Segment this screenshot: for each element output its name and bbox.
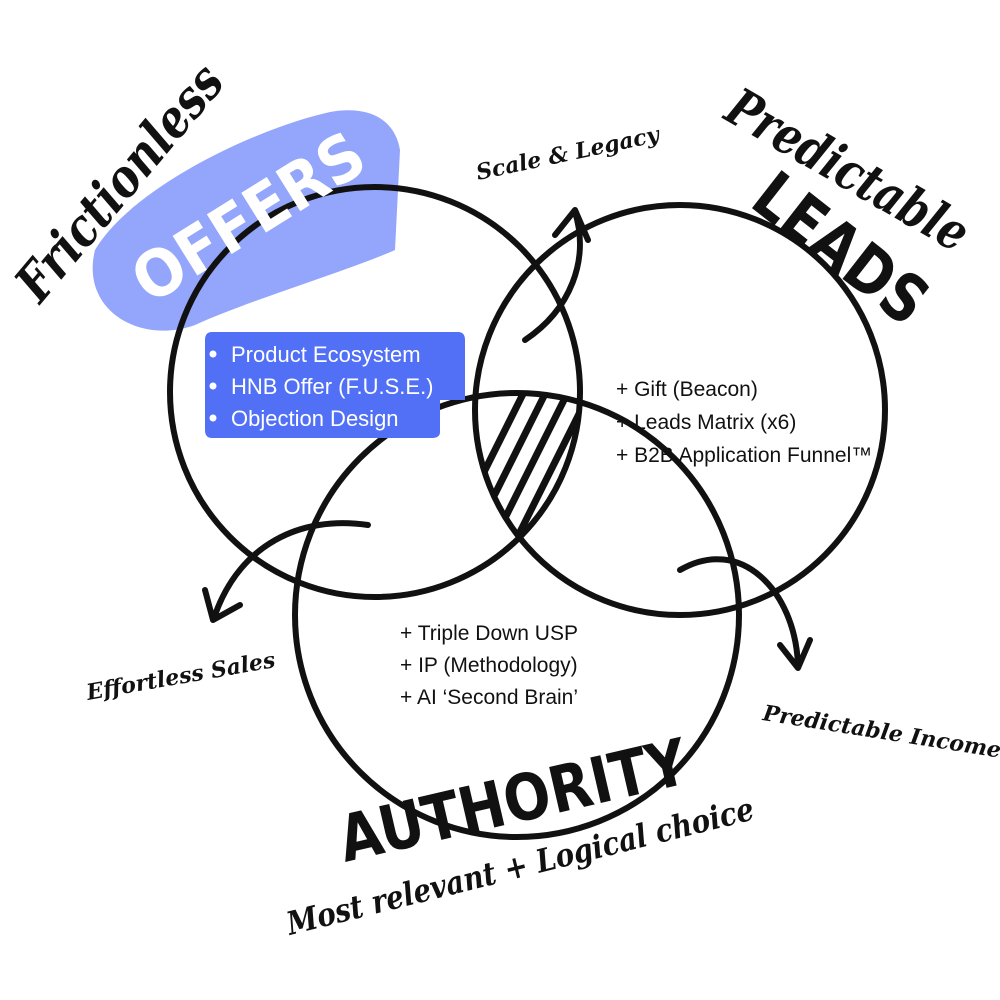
- offers-list-box: Product Ecosystem HNB Offer (F.U.S.E.) O…: [205, 332, 465, 438]
- hatch-line: [502, 393, 580, 562]
- arrow-predictable-income: [677, 556, 813, 671]
- leads-item: + B2B Application Funnel™: [616, 444, 872, 467]
- authority-item: + Triple Down USP: [400, 622, 578, 645]
- arrow-effortless-sales: [202, 520, 371, 623]
- offers-item: Product Ecosystem: [231, 342, 421, 367]
- authority-item: + IP (Methodology): [400, 654, 578, 677]
- hatch-line: [594, 380, 684, 560]
- offers-circle: [167, 184, 583, 600]
- offers-item: HNB Offer (F.U.S.E.): [231, 374, 434, 399]
- leads-circle: [472, 202, 888, 618]
- outcome-scale-legacy: Scale & Legacy: [474, 121, 664, 186]
- outcome-predictable-income: Predictable Income: [760, 700, 1000, 763]
- offers-item: Objection Design: [231, 406, 399, 431]
- arrow-scale-legacy: [522, 207, 591, 343]
- hatch-line: [480, 393, 578, 562]
- hatch-line: [568, 393, 580, 562]
- authority-circle: [292, 390, 742, 840]
- leads-item: + Leads Matrix (x6): [616, 411, 796, 434]
- leads-item: + Gift (Beacon): [616, 378, 758, 401]
- offers-highlight-blob: [92, 110, 401, 331]
- authority-item: + AI ‘Second Brain’: [400, 686, 578, 709]
- outcome-effortless-sales: Effortless Sales: [84, 647, 278, 706]
